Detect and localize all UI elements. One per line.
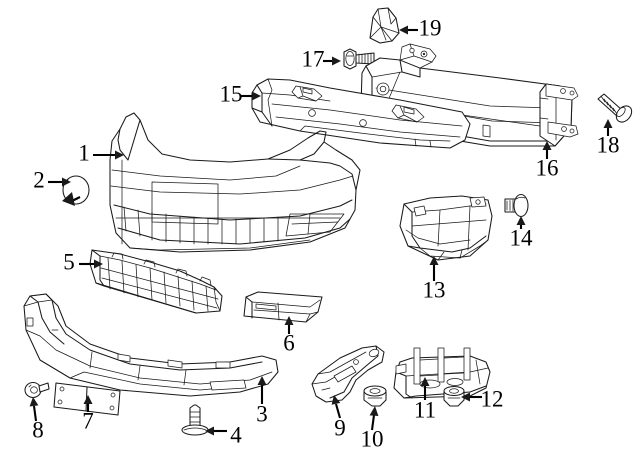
callout-label-6: 6 (283, 330, 295, 355)
callout-label-12: 12 (481, 386, 504, 411)
part-17-hex-flange-bolt (343, 48, 375, 70)
callout-label-17: 17 (302, 46, 325, 71)
part-19-mounting-bracket-tab (369, 7, 400, 44)
callout-label-16: 16 (536, 155, 559, 180)
callout-label-9: 9 (334, 415, 346, 440)
part-11-energy-absorber-bracket (393, 347, 491, 399)
callout-number-labels: 1 2 3 4 5 6 7 8 9 10 11 12 13 14 15 16 1… (32, 15, 619, 451)
part-15-upper-impact-bar (251, 78, 471, 149)
part-10-push-nut-grommet (363, 385, 387, 407)
part-5-lower-grille (89, 249, 223, 314)
callout-label-5: 5 (63, 249, 75, 274)
callout-label-4: 4 (230, 422, 242, 447)
callout-label-7: 7 (82, 408, 94, 433)
part-9-bumper-side-bracket (311, 345, 385, 403)
callout-label-18: 18 (597, 132, 620, 157)
callout-label-2: 2 (33, 167, 45, 192)
part-1-bumper-cover (109, 112, 361, 253)
callout-leaders (29, 25, 613, 436)
part-3-lower-valance-spoiler (23, 293, 279, 397)
callout-label-10: 10 (361, 426, 384, 451)
callout-label-15: 15 (220, 81, 243, 106)
callout-label-14: 14 (510, 225, 534, 250)
part-18-washer-bolt (597, 93, 633, 123)
part-13-air-duct-deflector (399, 195, 493, 261)
callout-label-8: 8 (32, 417, 44, 442)
callout-label-19: 19 (419, 15, 442, 40)
callout-label-13: 13 (423, 277, 446, 302)
callout-label-1: 1 (78, 140, 90, 165)
part-14-flange-bolt-short (504, 193, 529, 218)
callout-label-3: 3 (256, 401, 268, 426)
part-4-push-pin-retainer (181, 404, 209, 436)
callout-label-11: 11 (414, 397, 436, 422)
part-12-push-nut-grommet-small (443, 385, 465, 407)
part-8-plate-screw (24, 381, 50, 399)
part-6-fog-lamp-bezel-trim (243, 291, 323, 323)
